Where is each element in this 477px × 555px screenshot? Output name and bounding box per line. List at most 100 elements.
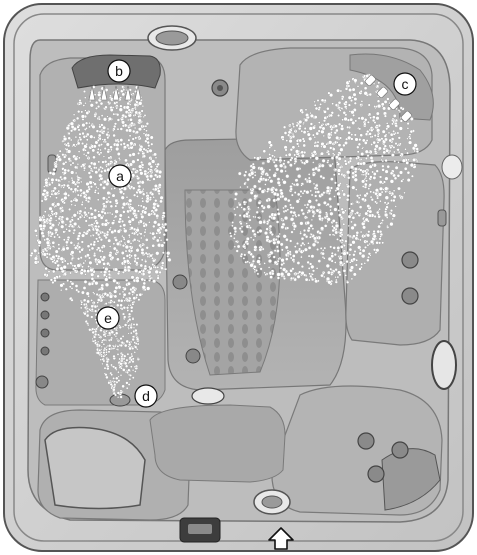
spray-droplet — [80, 165, 82, 167]
spray-droplet — [360, 134, 363, 137]
spray-droplet — [315, 156, 319, 160]
spray-droplet — [284, 197, 288, 201]
spray-droplet — [381, 103, 385, 107]
spray-droplet — [103, 360, 105, 362]
spray-droplet — [334, 208, 338, 212]
spray-droplet — [277, 208, 279, 210]
spray-droplet — [363, 123, 366, 126]
spray-droplet — [63, 202, 65, 204]
spray-droplet — [138, 165, 142, 169]
spray-droplet — [343, 269, 346, 272]
spray-droplet — [102, 126, 106, 130]
spray-droplet — [132, 301, 134, 303]
spray-droplet — [83, 211, 86, 214]
spray-droplet — [83, 231, 85, 233]
spray-droplet — [271, 272, 274, 275]
spray-droplet — [42, 193, 46, 197]
spray-droplet — [129, 111, 131, 113]
spray-droplet — [246, 223, 248, 225]
spray-droplet — [380, 236, 382, 238]
spray-droplet — [361, 254, 365, 258]
spray-droplet — [407, 159, 409, 161]
spray-droplet — [73, 244, 75, 246]
spray-droplet — [137, 257, 140, 260]
spray-droplet — [114, 187, 116, 189]
spray-droplet — [98, 336, 100, 338]
spray-droplet — [125, 250, 127, 252]
spray-droplet — [66, 247, 70, 251]
spray-droplet — [306, 221, 310, 225]
spray-droplet — [336, 161, 338, 163]
spray-droplet — [47, 246, 49, 248]
jet-footwell-left — [173, 275, 187, 289]
spray-droplet — [55, 215, 57, 217]
spray-droplet — [145, 125, 147, 127]
spray-droplet — [98, 211, 100, 213]
spray-droplet — [359, 206, 362, 209]
spray-droplet — [344, 156, 346, 158]
spray-droplet — [117, 353, 119, 355]
spray-droplet — [83, 303, 86, 306]
spray-droplet — [389, 222, 393, 226]
spray-droplet — [277, 235, 280, 238]
spray-droplet — [289, 204, 291, 206]
spray-droplet — [245, 261, 247, 263]
spray-droplet — [108, 157, 111, 160]
spray-droplet — [75, 267, 77, 269]
spray-droplet — [346, 184, 348, 186]
spray-droplet — [402, 178, 404, 180]
spray-droplet — [44, 273, 47, 276]
spray-droplet — [269, 225, 272, 228]
spray-droplet — [97, 199, 99, 201]
spray-droplet — [94, 333, 97, 336]
spray-droplet — [370, 196, 372, 198]
spray-droplet — [105, 106, 108, 109]
spray-droplet — [323, 110, 326, 113]
spray-droplet — [107, 101, 109, 103]
spray-droplet — [141, 197, 143, 199]
spray-droplet — [108, 273, 111, 276]
spray-droplet — [327, 123, 330, 126]
spray-droplet — [81, 234, 85, 238]
spray-droplet — [56, 267, 59, 270]
spray-droplet — [108, 351, 110, 353]
spray-droplet — [335, 279, 337, 281]
spray-droplet — [102, 186, 105, 189]
spray-droplet — [256, 157, 260, 161]
spray-droplet — [141, 278, 144, 281]
spray-droplet — [45, 181, 49, 185]
spray-droplet — [87, 269, 90, 272]
spray-droplet — [136, 294, 139, 297]
spray-droplet — [349, 160, 352, 163]
spray-droplet — [293, 273, 295, 275]
spray-droplet — [318, 130, 321, 133]
spray-droplet — [357, 85, 359, 87]
spray-droplet — [53, 168, 56, 171]
spray-droplet — [72, 191, 74, 193]
spray-droplet — [376, 112, 379, 115]
spray-droplet — [139, 144, 141, 146]
spray-droplet — [234, 198, 237, 201]
spray-droplet — [98, 134, 101, 137]
spray-droplet — [376, 170, 379, 173]
spray-droplet — [127, 282, 131, 286]
spray-droplet — [308, 267, 310, 269]
spray-droplet — [300, 209, 303, 212]
spray-droplet — [283, 234, 287, 238]
spray-droplet — [306, 217, 308, 219]
spray-droplet — [53, 213, 55, 215]
label-d: d — [135, 385, 157, 407]
spray-droplet — [159, 200, 162, 203]
spray-droplet — [124, 344, 127, 347]
spray-droplet — [327, 132, 331, 136]
label-a-text: a — [116, 168, 124, 184]
spray-droplet — [319, 103, 321, 105]
spray-droplet — [138, 111, 141, 114]
spray-droplet — [258, 201, 261, 204]
spray-droplet — [364, 118, 367, 121]
spray-droplet — [119, 214, 123, 218]
spray-droplet — [113, 243, 115, 245]
spray-droplet — [107, 150, 110, 153]
spray-droplet — [115, 335, 117, 337]
spray-droplet — [247, 251, 250, 254]
